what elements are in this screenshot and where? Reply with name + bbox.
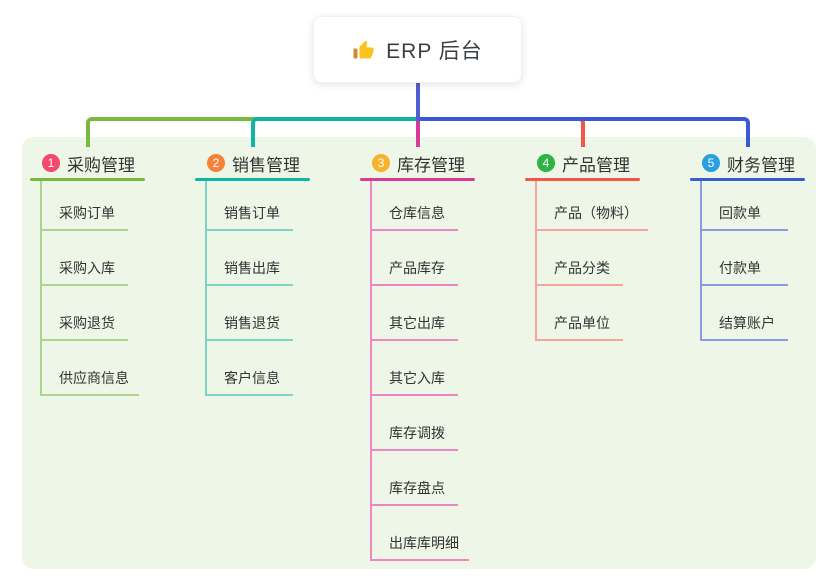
branch-underline	[195, 178, 310, 181]
child-node[interactable]: 结算账户	[702, 286, 788, 341]
branches-background-panel	[22, 137, 816, 569]
child-node-label: 客户信息	[224, 370, 280, 386]
child-node-label: 产品分类	[554, 260, 610, 276]
branch-number-badge: 1	[42, 154, 60, 172]
branch-sales-title[interactable]: 2 销售管理	[195, 148, 300, 178]
branch-children: 采购订单 采购入库 采购退货 供应商信息	[40, 181, 139, 396]
child-node-label: 回款单	[719, 205, 761, 221]
child-node[interactable]: 产品单位	[537, 286, 623, 341]
child-node[interactable]: 供应商信息	[42, 341, 139, 396]
child-node[interactable]: 采购退货	[42, 286, 128, 341]
branch-underline	[360, 178, 475, 181]
child-node-label: 库存调拨	[389, 425, 445, 441]
branch-children: 回款单 付款单 结算账户	[700, 181, 788, 341]
branch-title-label: 库存管理	[397, 155, 465, 175]
branch-number-badge: 2	[207, 154, 225, 172]
thumbs-up-icon	[353, 40, 374, 58]
child-node-label: 产品单位	[554, 315, 610, 331]
child-node-label: 仓库信息	[389, 205, 445, 221]
child-node[interactable]: 产品库存	[372, 231, 458, 286]
branch-children: 销售订单 销售出库 销售退货 客户信息	[205, 181, 293, 396]
child-node-label: 采购订单	[59, 205, 115, 221]
branch-title-label: 产品管理	[562, 155, 630, 175]
branch-underline	[690, 178, 805, 181]
child-node-label: 采购入库	[59, 260, 115, 276]
child-node-label: 其它出库	[389, 315, 445, 331]
child-node-label: 供应商信息	[59, 370, 129, 386]
child-node-label: 结算账户	[719, 315, 775, 331]
child-node-label: 销售退货	[224, 315, 280, 331]
child-node-label: 库存盘点	[389, 480, 445, 496]
branch-children: 仓库信息 产品库存 其它出库 其它入库 库存调拨 库存盘点 出库库明细	[370, 181, 469, 561]
child-node[interactable]: 出库库明细	[372, 506, 469, 561]
branch-underline	[525, 178, 640, 181]
branch-purchase-title[interactable]: 1 采购管理	[30, 148, 135, 178]
branch-number-badge: 5	[702, 154, 720, 172]
branch-number-badge: 4	[537, 154, 555, 172]
branch-title-label: 采购管理	[67, 155, 135, 175]
child-node[interactable]: 其它入库	[372, 341, 458, 396]
child-node-label: 销售出库	[224, 260, 280, 276]
child-node[interactable]: 仓库信息	[372, 181, 458, 231]
child-node[interactable]: 销售退货	[207, 286, 293, 341]
branch-product-title[interactable]: 4 产品管理	[525, 148, 630, 178]
child-node[interactable]: 客户信息	[207, 341, 293, 396]
child-node[interactable]: 库存盘点	[372, 451, 458, 506]
child-node[interactable]: 库存调拨	[372, 396, 458, 451]
child-node-label: 产品（物料）	[554, 205, 638, 221]
child-node[interactable]: 采购入库	[42, 231, 128, 286]
branch-title-label: 财务管理	[727, 155, 795, 175]
branch-underline	[30, 178, 145, 181]
child-node[interactable]: 销售出库	[207, 231, 293, 286]
child-node[interactable]: 回款单	[702, 181, 788, 231]
root-node-label: ERP 后台	[386, 39, 483, 63]
branch-title-label: 销售管理	[232, 155, 300, 175]
connector-inventory	[416, 121, 420, 147]
branch-children: 产品（物料） 产品分类 产品单位	[535, 181, 648, 341]
child-node-label: 产品库存	[389, 260, 445, 276]
child-node-label: 采购退货	[59, 315, 115, 331]
child-node[interactable]: 产品分类	[537, 231, 623, 286]
child-node[interactable]: 销售订单	[207, 181, 293, 231]
branch-number-badge: 3	[372, 154, 390, 172]
root-node[interactable]: ERP 后台	[313, 16, 522, 83]
child-node[interactable]: 产品（物料）	[537, 181, 648, 231]
child-node-label: 付款单	[719, 260, 761, 276]
branch-inventory-title[interactable]: 3 库存管理	[360, 148, 465, 178]
connector-root	[416, 83, 420, 121]
connector-finance	[418, 117, 750, 147]
child-node-label: 其它入库	[389, 370, 445, 386]
child-node[interactable]: 其它出库	[372, 286, 458, 341]
child-node[interactable]: 采购订单	[42, 181, 128, 231]
child-node-label: 销售订单	[224, 205, 280, 221]
child-node[interactable]: 付款单	[702, 231, 788, 286]
child-node-label: 出库库明细	[389, 535, 459, 551]
connector-sales	[251, 117, 418, 147]
branch-finance-title[interactable]: 5 财务管理	[690, 148, 795, 178]
